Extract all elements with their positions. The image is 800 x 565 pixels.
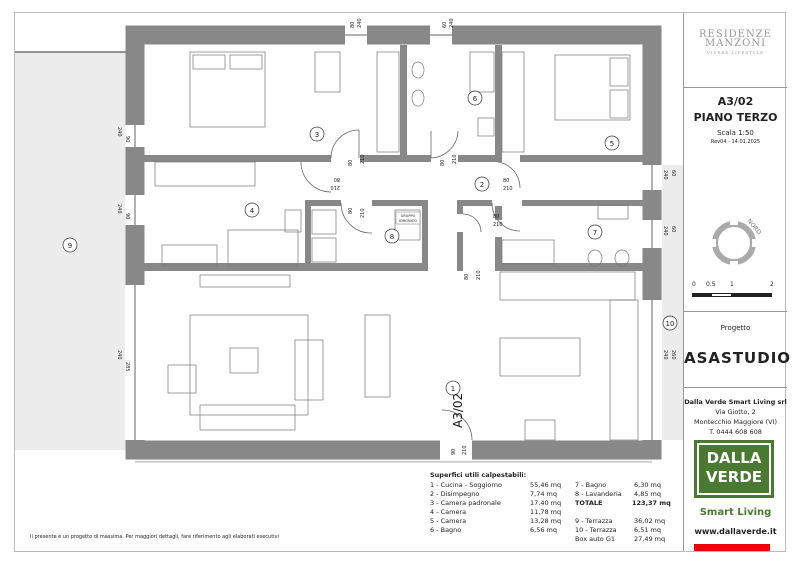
door-label-room3-b: 210 (360, 154, 366, 164)
door-label-entry-b: 210 (462, 445, 468, 455)
surface-area-4: 11,78 mq (530, 508, 562, 516)
scale-label-1: 1 (730, 281, 734, 288)
room-number-8: 8 (390, 233, 394, 241)
window-label-top-left-b: 240 (357, 18, 363, 28)
window-label-top-right-a: 60 (442, 22, 448, 28)
surface-area-8: 4,85 mq (634, 490, 661, 498)
surface-area-9: 36,02 mq (634, 517, 666, 525)
surface-area-10: 6,51 mq (634, 526, 661, 534)
client-tagline: Smart Living (699, 507, 772, 518)
surface-area-3: 17,40 mq (530, 499, 562, 507)
door-label-room3-a: 80 (348, 160, 354, 166)
surface-total-area: 123,37 mq (632, 499, 671, 507)
window-label-top-right-b: 240 (449, 18, 455, 28)
terrace-9 (15, 52, 135, 450)
client-city: Montecchio Maggiore (VI) (693, 418, 778, 426)
window-label-top-left-a: 80 (350, 22, 356, 28)
window-label-right-2a: 240 (662, 226, 668, 236)
door-label-room8-b: 210 (360, 208, 366, 218)
north-compass-icon: NORD (710, 218, 763, 267)
accent-bar (694, 544, 770, 551)
surface-name-3: 3 - Camera padronale (430, 499, 501, 507)
residenze-manzoni-logo: RESIDENZE MANZONI VIVERE LIFESTYLE (699, 29, 772, 55)
room-number-10: 10 (666, 320, 675, 328)
door-label-room6-b: 210 (452, 154, 458, 164)
door-label-room6-a: 80 (440, 160, 446, 166)
storage-label-2: IDRONICO (399, 219, 417, 223)
asastudio-logo: ASASTUDIO (684, 349, 792, 367)
surface-area-7: 6,30 mq (634, 481, 661, 489)
surfaces-title: Superfici utili calpestabili: (430, 471, 527, 479)
surface-area-1: 55,46 mq (530, 481, 562, 489)
storage-label-1: GRUPPO (401, 214, 416, 218)
drawing-code: A3/02 (717, 95, 754, 108)
door-label-hall-b: 210 (476, 270, 482, 280)
window-label-left-1b: 90 (124, 136, 130, 142)
scale-label-2: 2 (770, 281, 774, 288)
door-label-room4-b: 210 (330, 184, 340, 190)
surfaces-table: Superfici utili calpestabili: 1 - Cucina… (430, 471, 690, 551)
scale-label-05: 0.5 (706, 281, 716, 288)
surface-total-label: TOTALE (575, 499, 603, 507)
surface-name-6: 6 - Bagno (430, 526, 462, 534)
floor-name: PIANO TERZO (693, 111, 778, 124)
surface-name-1: 1 - Cucina - Soggiorno (430, 481, 503, 489)
room-number-2: 2 (480, 181, 484, 189)
window-label-left-2b: 90 (124, 213, 130, 219)
drawing-revision: Rev04 - 14.01.2025 (710, 139, 761, 145)
window-label-left-3a: 240 (116, 350, 122, 360)
surface-area-5: 13,28 mq (530, 517, 562, 525)
client-phone: T. 0444 608 608 (709, 428, 762, 436)
window-label-left-2a: 240 (116, 204, 122, 214)
scale-label-0: 0 (692, 281, 696, 288)
surface-name-7: 7 - Bagno (575, 481, 607, 489)
client-website: www.dallaverde.it (694, 527, 777, 536)
door-label-room8-a: 80 (348, 208, 354, 214)
door-label-hall-a: 80 (464, 274, 470, 280)
door-label-room2-b: 210 (503, 186, 513, 192)
room-number-6: 6 (473, 95, 478, 103)
dalla-verde-logo: DALLA VERDE (694, 440, 774, 498)
floor-plan: 1 2 3 4 5 6 7 8 9 10 A3/02 GRUPPO IDRONI… (15, 18, 683, 463)
door-label-room7-a: 80 (493, 214, 499, 220)
client-address: Dalla Verde Smart Living srl Via Giotto,… (684, 397, 787, 437)
client-company: Dalla Verde Smart Living srl (684, 398, 787, 406)
room-number-4: 4 (250, 207, 255, 215)
project-label: Progetto (720, 324, 751, 332)
surface-name-10: 10 - Terrazza (575, 526, 617, 534)
surface-name-4: 4 - Camera (430, 508, 467, 516)
footnote: Il presente è un progetto di massima. Pe… (30, 534, 279, 540)
window-label-right-3a: 240 (662, 350, 668, 360)
drawing-frame (14, 12, 786, 552)
room-number-9: 9 (68, 242, 72, 250)
client-street: Via Giotto, 2 (715, 408, 756, 416)
surface-name-9: 9 - Terrazza (575, 517, 613, 525)
door-label-room4-a: 80 (334, 176, 340, 182)
window-label-right-1b: 60 (670, 170, 676, 176)
door-label-entry-a: 90 (451, 449, 457, 455)
door-label-room2-a: 80 (503, 178, 509, 184)
room-number-3: 3 (315, 131, 319, 139)
door-label-room7-b: 210 (493, 222, 503, 228)
surface-area-2: 7,74 mq (530, 490, 557, 498)
window-label-left-1a: 240 (116, 127, 122, 137)
surface-name-5: 5 - Camera (430, 517, 467, 525)
surface-name-box: Box auto G1 (575, 535, 616, 543)
surface-name-8: 8 - Lavanderia (575, 490, 622, 498)
surface-area-6: 6,56 mq (530, 526, 557, 534)
unit-label: A3/02 (451, 393, 465, 428)
window-label-left-3b: 285 (124, 362, 130, 372)
room-number-7: 7 (593, 229, 597, 237)
drawing-scale: Scala 1:50 (717, 129, 754, 137)
surface-area-box: 27,49 mq (634, 535, 666, 543)
room-number-5: 5 (610, 140, 614, 148)
room-number-1: 1 (451, 385, 455, 393)
surface-name-2: 2 - Disimpegno (430, 490, 480, 498)
window-label-right-1a: 240 (662, 170, 668, 180)
window-label-right-2b: 60 (670, 226, 676, 232)
title-block: RESIDENZE MANZONI VIVERE LIFESTYLE A3/02… (683, 13, 792, 551)
window-label-right-3b: 260 (670, 350, 676, 360)
